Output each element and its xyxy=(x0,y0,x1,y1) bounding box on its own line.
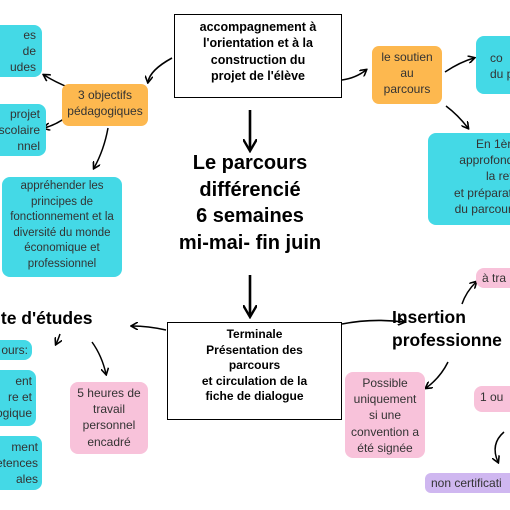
arrow-soutien-to-first xyxy=(445,105,468,128)
left-objective-1: es de udes xyxy=(0,25,42,77)
top-box-accompagnement: accompagnement à l'orientation et à la c… xyxy=(174,14,342,98)
arrow-top-to-soutien xyxy=(341,70,366,81)
arrow-left-to-cours xyxy=(56,333,60,344)
left-cours-label: ours: xyxy=(0,340,32,360)
right-first-year: En 1ère e approfondiss la reflex et prép… xyxy=(428,133,510,225)
convention-note: Possible uniquement si une convention a … xyxy=(345,372,425,458)
arrow-left-to-hours xyxy=(91,341,106,374)
right-one-ou-note: 1 ou xyxy=(474,386,510,412)
arrow-soutien-to-topright xyxy=(444,58,474,73)
left-objective-2: projet scolaire nnel xyxy=(0,104,46,156)
hours-note: 5 heures de travail personnel encadré xyxy=(70,382,148,454)
right-a-tra-note: à tra xyxy=(476,268,510,288)
center-title: Le parcours différencié 6 semaines mi-ma… xyxy=(178,152,322,254)
arrow-objectives-to-obj3 xyxy=(94,127,109,168)
arrow-bottom-to-left xyxy=(132,326,167,331)
bottom-box-terminale: Terminale Présentation des parcours et c… xyxy=(167,322,342,420)
right-objective-top: co du p xyxy=(476,36,510,94)
right-section-heading: Insertion professionne xyxy=(392,307,502,350)
non-certificative-badge: non certificati xyxy=(425,473,510,493)
arrow-oneou-to-noncert xyxy=(495,431,505,462)
arrow-right-to-atra xyxy=(461,282,476,305)
arrow-top-to-objectives xyxy=(148,57,173,82)
left-item-2: ment etences ales xyxy=(0,436,42,490)
objectives-label: 3 objectifs pédagogiques xyxy=(62,84,148,126)
left-item-1: ent re et ogique xyxy=(0,370,36,426)
arrow-right-to-convention xyxy=(426,361,449,388)
soutien-label: le soutien au parcours xyxy=(372,46,442,104)
left-objective-3: appréhender les principes de fonctionnem… xyxy=(2,177,122,277)
left-section-heading: ite d'études xyxy=(0,308,93,328)
